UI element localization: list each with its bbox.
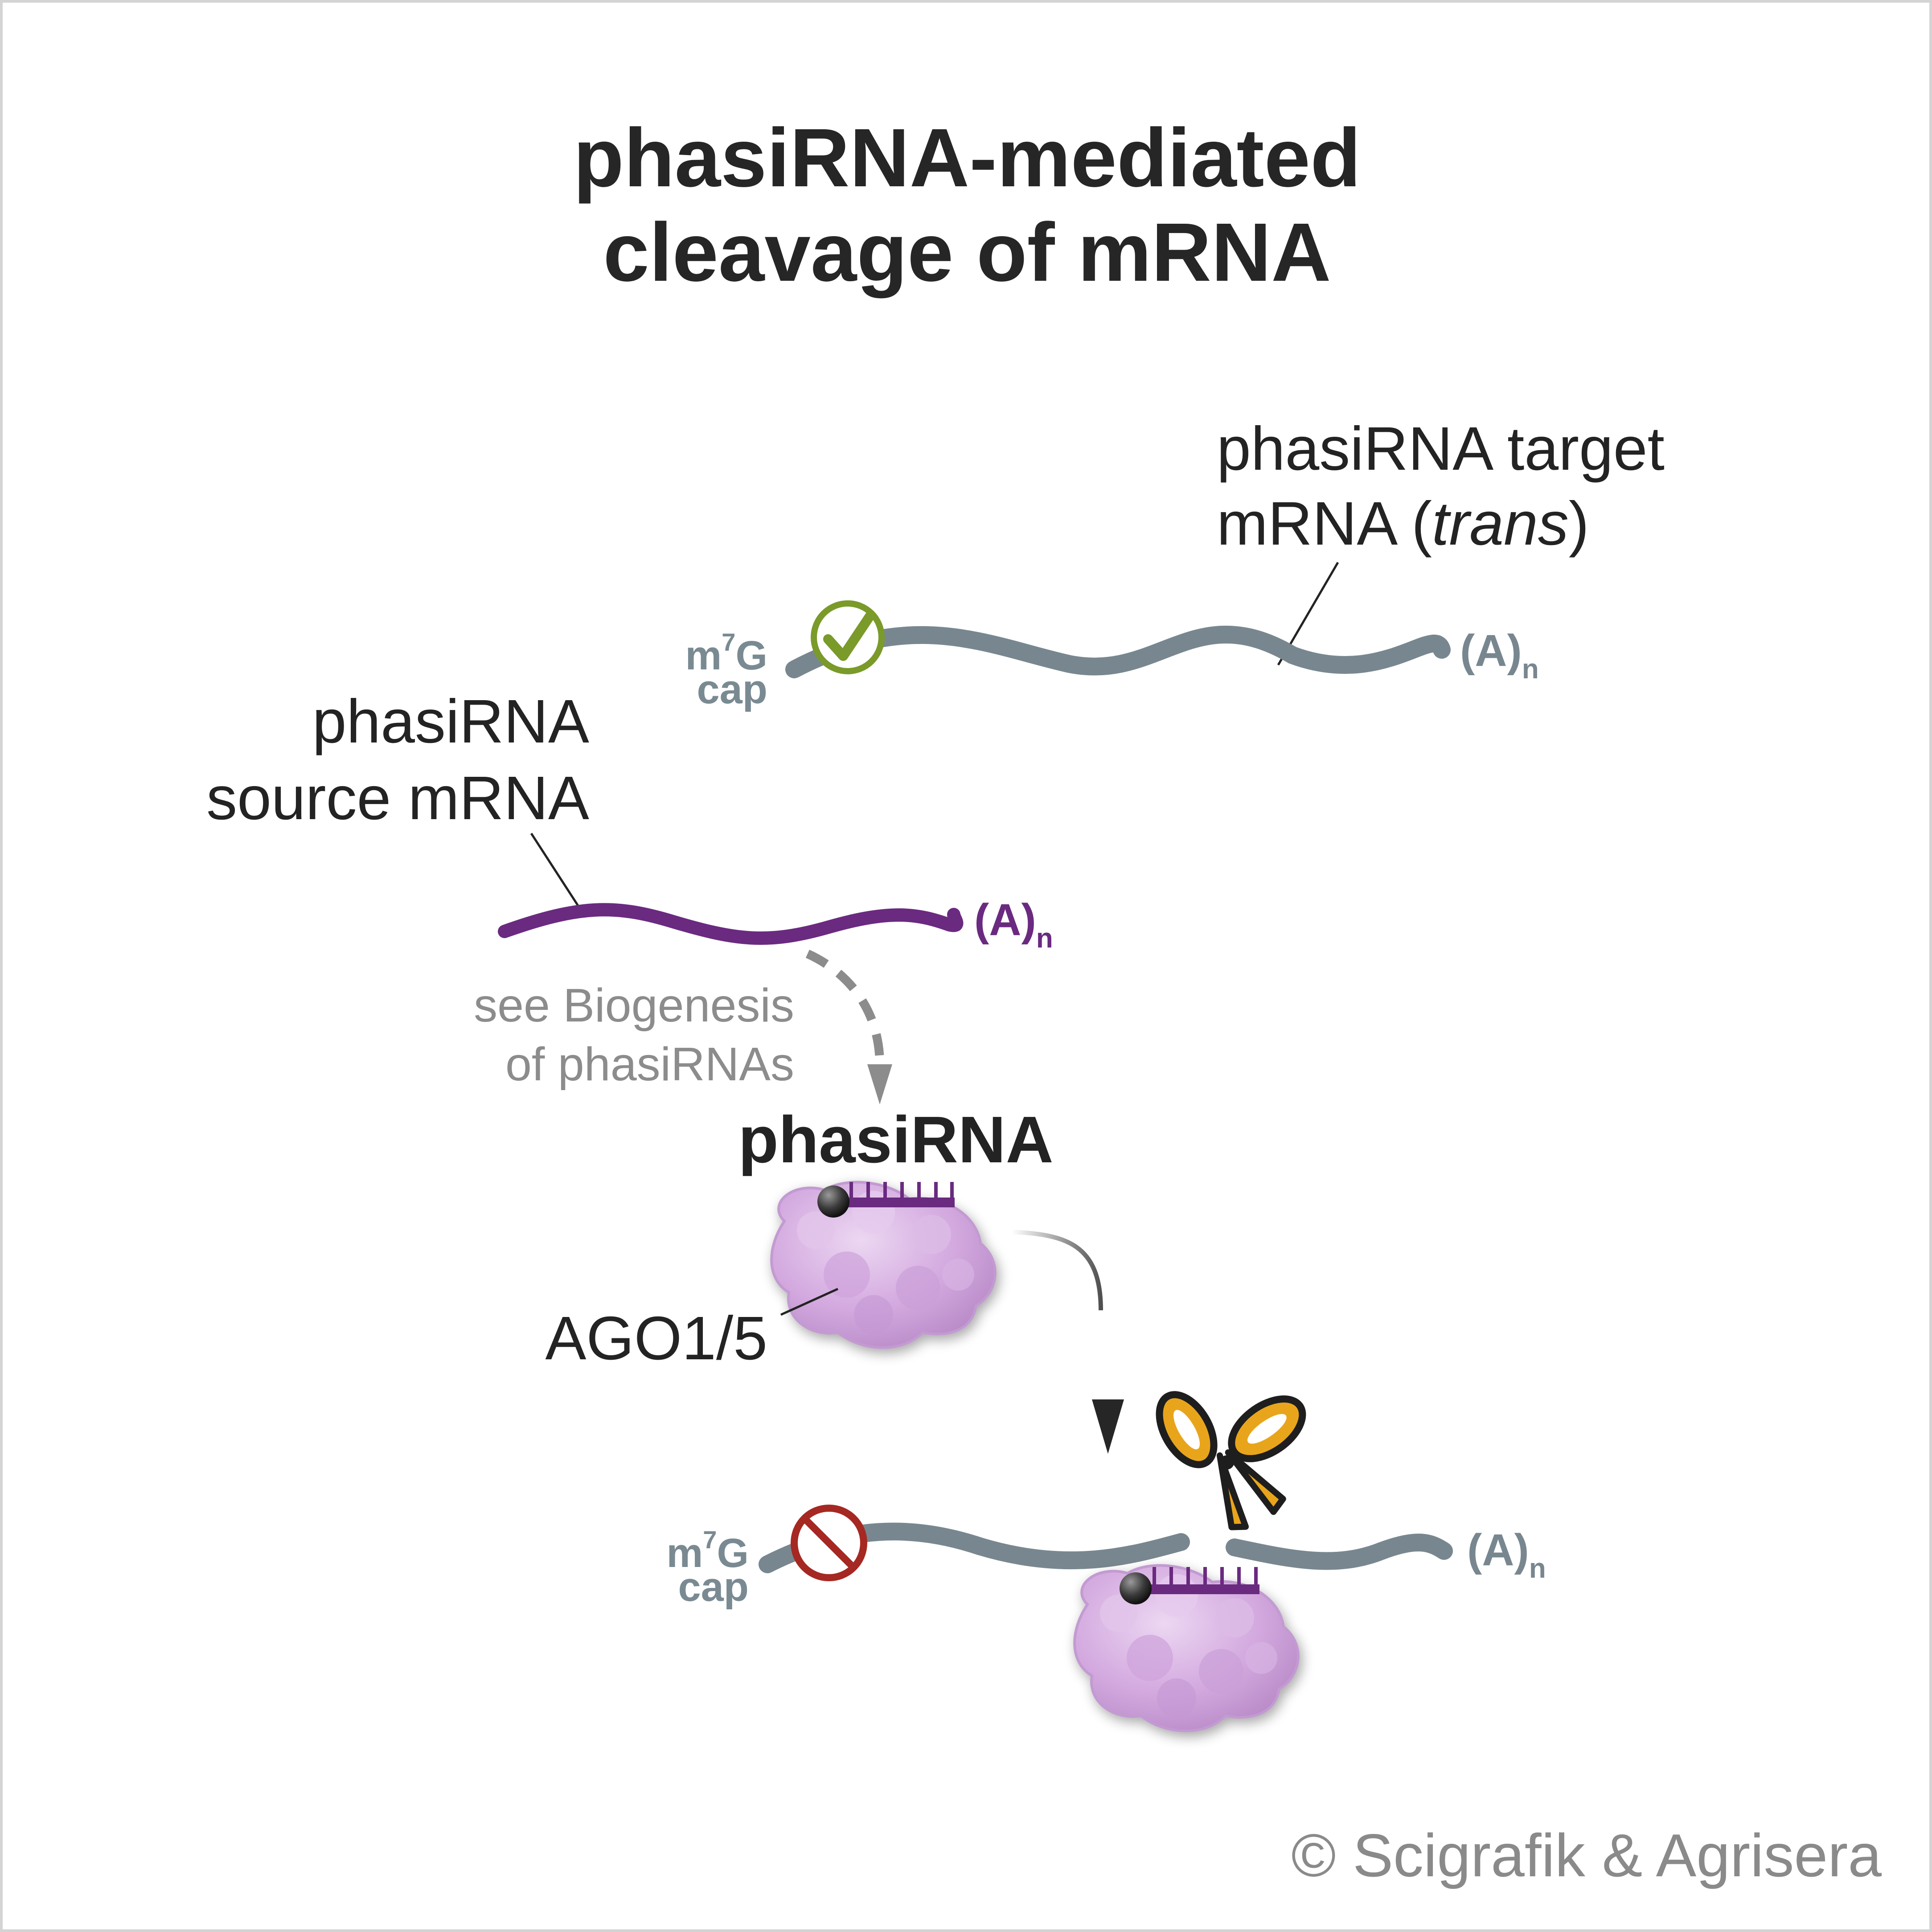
polya-label-top: (A)n [1460, 626, 1539, 685]
phasirna-label: phasiRNA [738, 1103, 1053, 1177]
title-line-2: cleavage of mRNA [603, 206, 1331, 299]
page-title: phasiRNA-mediated cleavage of mRNA [573, 112, 1361, 299]
biogenesis-note: see Biogenesis of phasiRNAs [474, 979, 794, 1091]
ago-joining-line [1011, 1230, 1103, 1311]
cap-label-bottom: m7G cap [666, 1526, 749, 1610]
ago-complex-upper [770, 1181, 997, 1349]
prohibited-icon [791, 1505, 867, 1581]
svg-text:m7G: m7G [685, 628, 767, 678]
biogenesis-arrowhead [867, 1064, 892, 1104]
phasirna-5prime-ball-lower [1120, 1572, 1152, 1604]
title-line-1: phasiRNA-mediated [573, 112, 1361, 204]
main-flow-arrowhead [1092, 1399, 1124, 1454]
ago-complex-lower [1073, 1564, 1300, 1732]
phasirna-strand-lower [1120, 1567, 1259, 1604]
cleaved-mrna-3prime-fragment [1226, 1534, 1453, 1570]
scissors-icon [1156, 1391, 1306, 1530]
target-mrna-strand [785, 625, 1451, 678]
svg-text:m7G: m7G [666, 1526, 749, 1576]
target-mrna-label: phasiRNA target mRNA (trans) [1217, 414, 1665, 558]
target-label-line-2: mRNA (trans) [1217, 489, 1589, 558]
copyright-notice: © Scigrafik & Agrisera [1291, 1821, 1882, 1889]
biogenesis-note-line-1: see Biogenesis [474, 979, 794, 1032]
target-label-line-1: phasiRNA target [1217, 414, 1665, 483]
check-circle-icon [811, 600, 885, 674]
biogenesis-note-line-2: of phasiRNAs [505, 1038, 794, 1091]
svg-text:cap: cap [697, 667, 767, 712]
biogenesis-dashed-arrow [805, 949, 884, 1061]
source-leader-line [530, 833, 583, 913]
cap-label-top: m7G cap [685, 628, 767, 712]
ago-leader-line [780, 1288, 839, 1316]
source-label-line-2: source mRNA [206, 764, 589, 833]
svg-text:cap: cap [678, 1564, 749, 1610]
source-mrna-strand [498, 903, 964, 945]
source-label-line-1: phasiRNA [312, 687, 589, 756]
polya-label-source: (A)n [974, 895, 1053, 954]
source-mrna-label: phasiRNA source mRNA [206, 687, 589, 833]
polya-label-bottom: (A)n [1467, 1525, 1546, 1584]
phasirna-strand-upper [817, 1182, 955, 1218]
ago-label: AGO1/5 [545, 1304, 767, 1373]
phasirna-5prime-ball [817, 1185, 849, 1218]
